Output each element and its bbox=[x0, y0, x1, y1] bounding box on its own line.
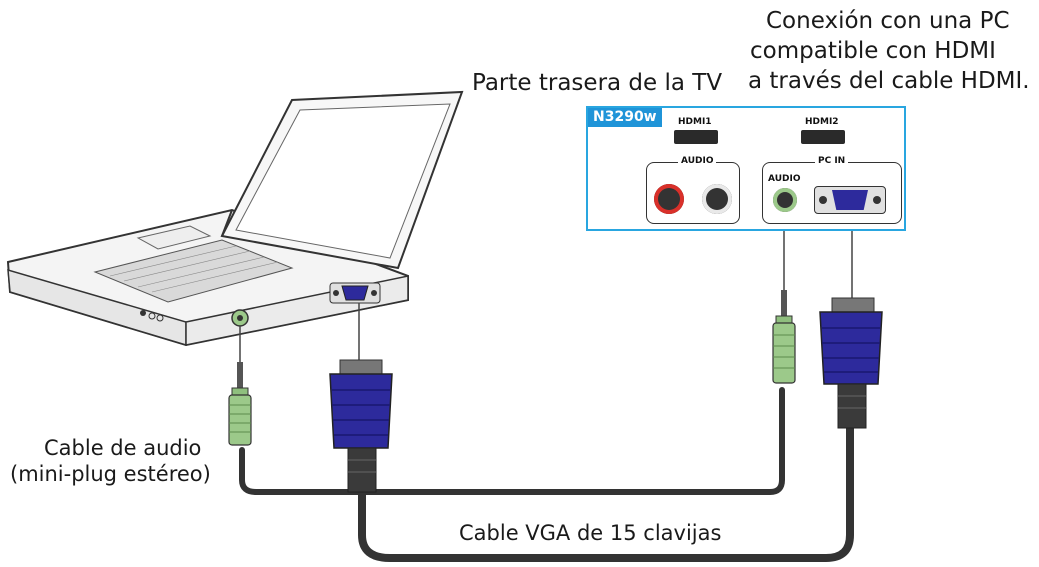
hdmi-note-line3: a través del cable HDMI. bbox=[748, 68, 1030, 94]
audio-white-jack bbox=[702, 184, 732, 214]
hdmi2-label: HDMI2 bbox=[805, 117, 839, 127]
vga-plug-right bbox=[819, 297, 883, 429]
hdmi-note-line2: compatible con HDMI bbox=[750, 38, 996, 64]
vga-cable-label: Cable VGA de 15 clavijas bbox=[459, 521, 722, 545]
audio-cable-label-line2: (mini-plug estéreo) bbox=[10, 462, 211, 486]
vga-cable bbox=[358, 424, 854, 562]
vga-plug-left bbox=[329, 359, 393, 493]
pc-vga-port bbox=[814, 186, 886, 214]
pc-audio-jack bbox=[773, 188, 797, 212]
audio-plug-right bbox=[772, 290, 796, 384]
laptop bbox=[6, 90, 464, 347]
audio-red-jack bbox=[654, 184, 684, 214]
hdmi1-label: HDMI1 bbox=[678, 117, 712, 127]
pc-audio-label: AUDIO bbox=[768, 174, 801, 184]
hdmi2-port bbox=[801, 130, 845, 144]
hdmi1-port bbox=[674, 130, 718, 144]
tv-model-badge: N3290w bbox=[588, 108, 662, 127]
tv-back-label: Parte trasera de la TV bbox=[472, 70, 723, 96]
audio-cable-label-line1: Cable de audio bbox=[44, 436, 202, 460]
audio-plug-left bbox=[228, 362, 252, 446]
tv-back-panel: N3290w HDMI1 HDMI2 AUDIO PC IN AUDIO bbox=[586, 106, 906, 231]
pc-in-group-label: PC IN bbox=[815, 156, 849, 166]
audio-group-label: AUDIO bbox=[678, 156, 717, 166]
hdmi-note-line1: Conexión con una PC bbox=[766, 8, 1010, 34]
audio-cable bbox=[239, 387, 785, 495]
